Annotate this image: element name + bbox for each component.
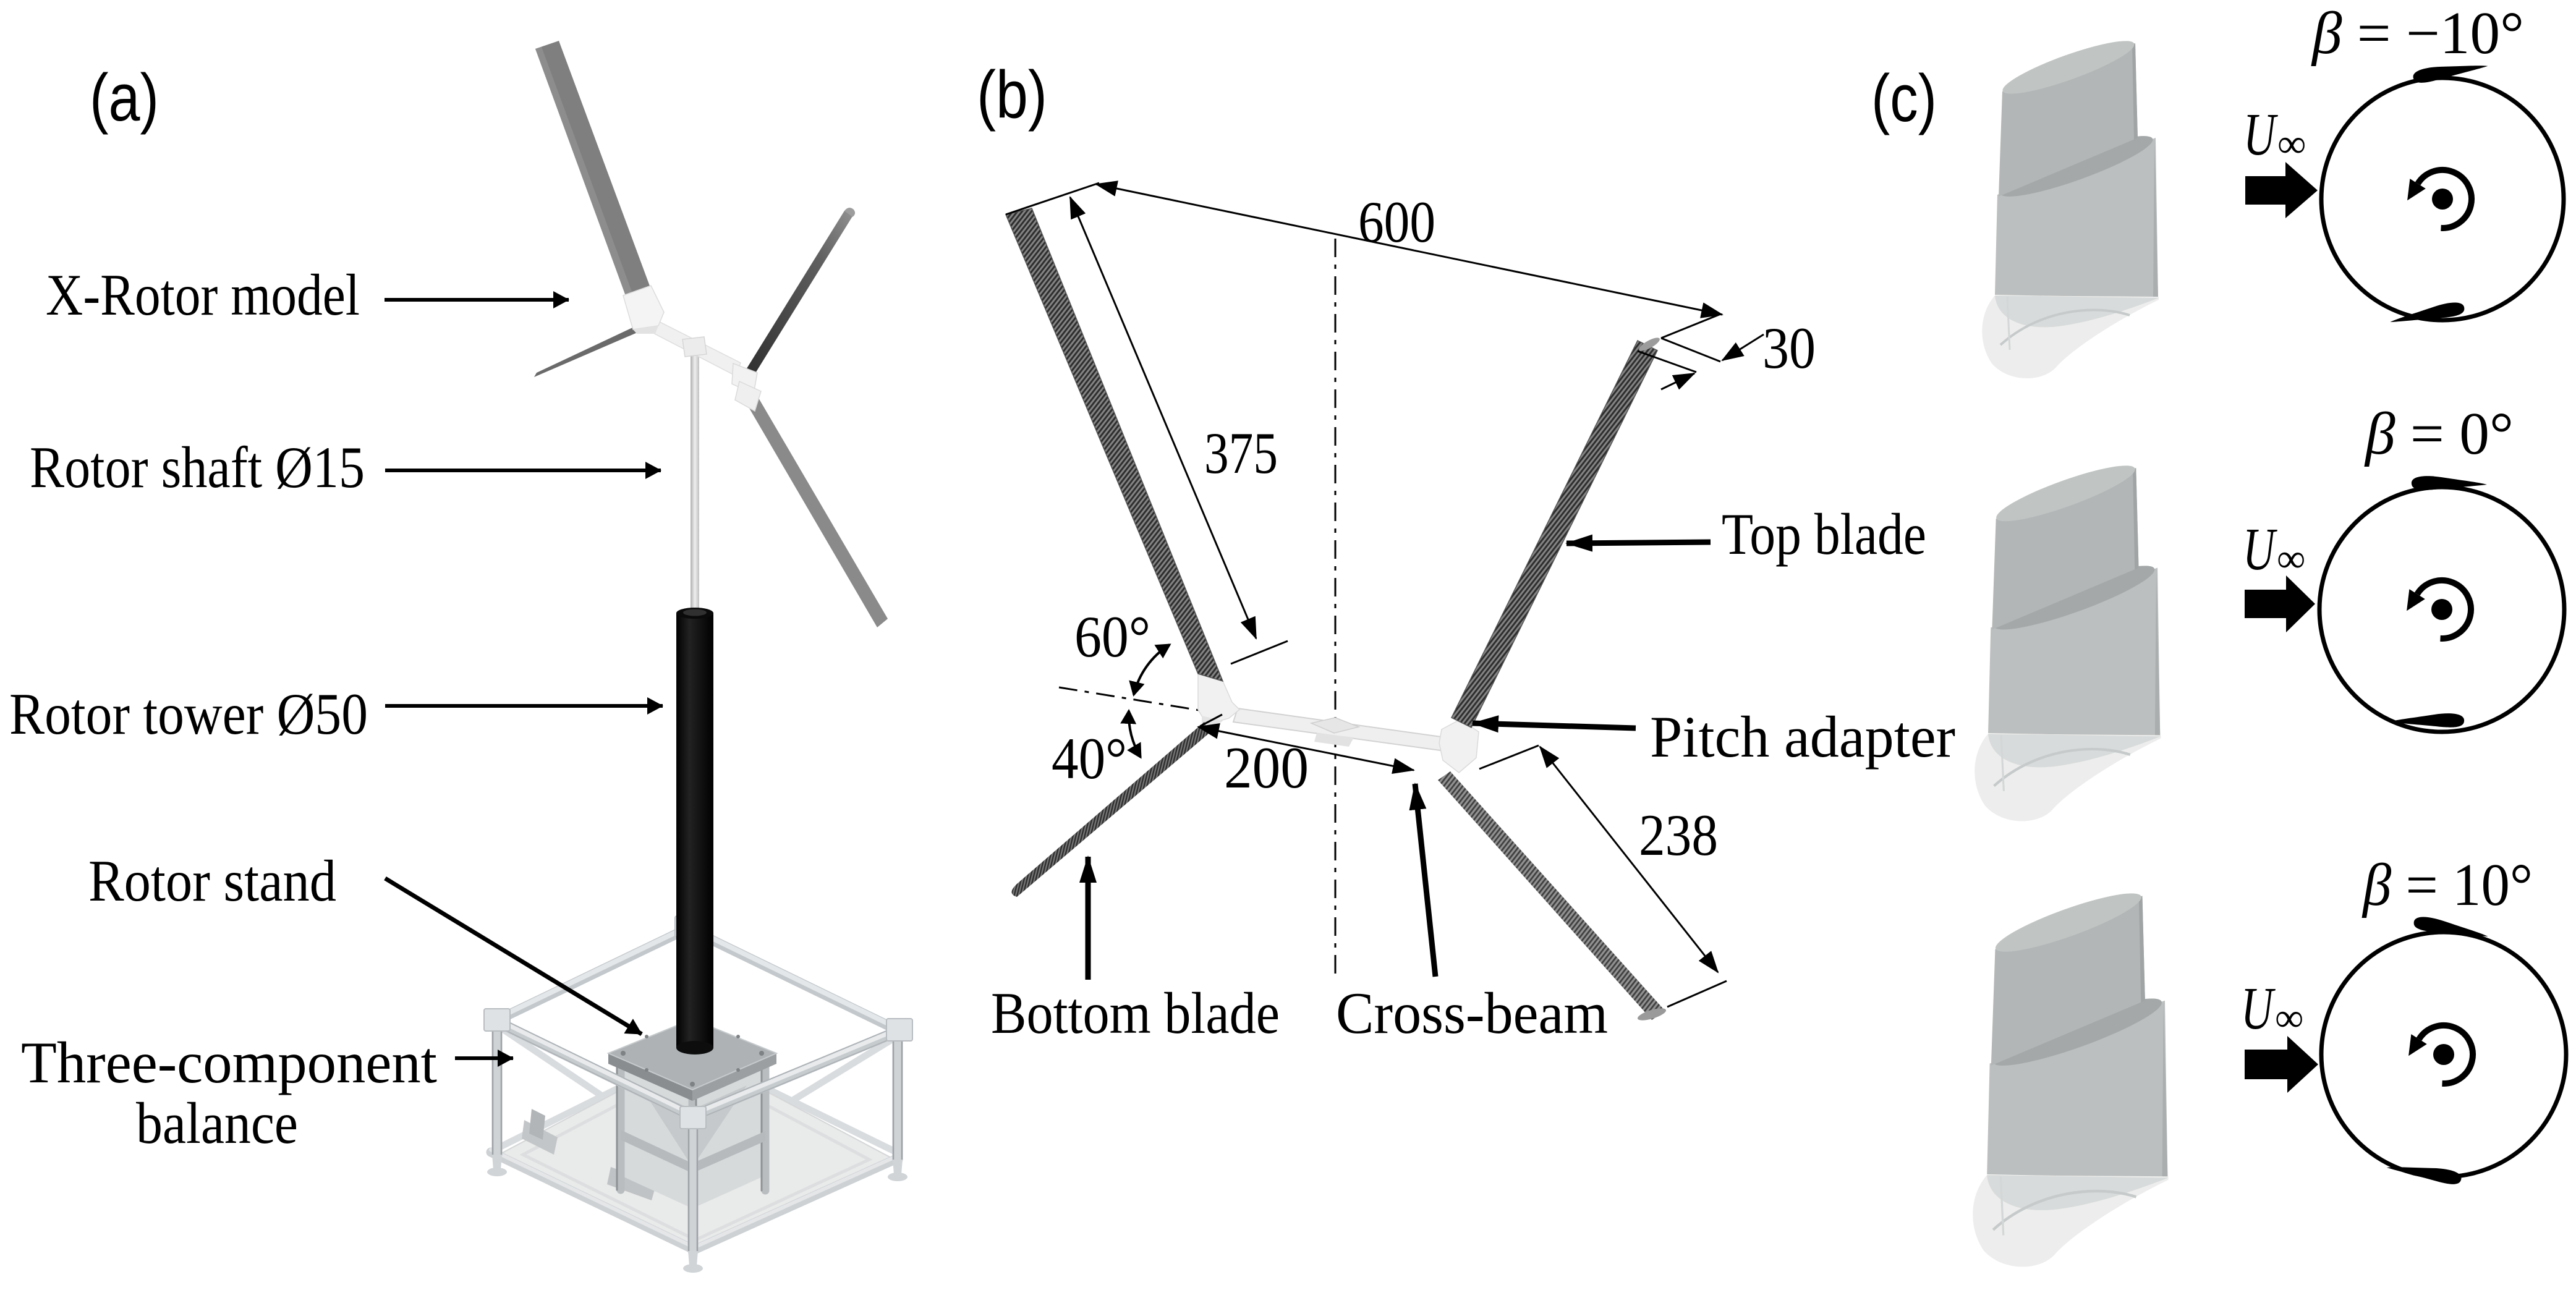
svg-text:200: 200: [1224, 735, 1309, 800]
svg-text:∞: ∞: [2275, 996, 2303, 1040]
svg-text:∞: ∞: [2277, 122, 2306, 166]
svg-text:Pitch adapter: Pitch adapter: [1650, 704, 1955, 770]
svg-text:Top blade: Top blade: [1722, 501, 1926, 567]
svg-text:375: 375: [1204, 420, 1278, 486]
svg-text:Cross-beam: Cross-beam: [1336, 980, 1608, 1046]
svg-text:β = 0°: β = 0°: [2364, 401, 2514, 467]
svg-text:Rotor tower Ø50: Rotor tower Ø50: [9, 681, 368, 747]
svg-text:60°: 60°: [1074, 604, 1150, 669]
svg-text:238: 238: [1639, 802, 1718, 868]
svg-text:600: 600: [1358, 189, 1435, 255]
svg-text:Rotor shaft Ø15: Rotor shaft Ø15: [30, 435, 365, 500]
svg-text:β = 10°: β = 10°: [2361, 852, 2533, 918]
svg-text:balance: balance: [136, 1090, 298, 1156]
svg-text:(b): (b): [977, 57, 1047, 132]
svg-text:(a): (a): [90, 60, 159, 135]
svg-text:∞: ∞: [2277, 537, 2305, 581]
svg-text:30: 30: [1762, 315, 1816, 381]
svg-text:U: U: [2243, 101, 2278, 168]
svg-text:40°: 40°: [1052, 726, 1127, 791]
svg-text:(c): (c): [1871, 61, 1937, 136]
svg-text:U: U: [2241, 975, 2276, 1042]
svg-text:β = −10°: β = −10°: [2311, 0, 2524, 66]
svg-text:Bottom blade: Bottom blade: [991, 980, 1280, 1046]
svg-text:Rotor stand: Rotor stand: [88, 848, 336, 914]
svg-text:Three-component: Three-component: [21, 1030, 437, 1095]
svg-text:X-Rotor model: X-Rotor model: [46, 262, 360, 328]
svg-text:U: U: [2243, 516, 2277, 582]
